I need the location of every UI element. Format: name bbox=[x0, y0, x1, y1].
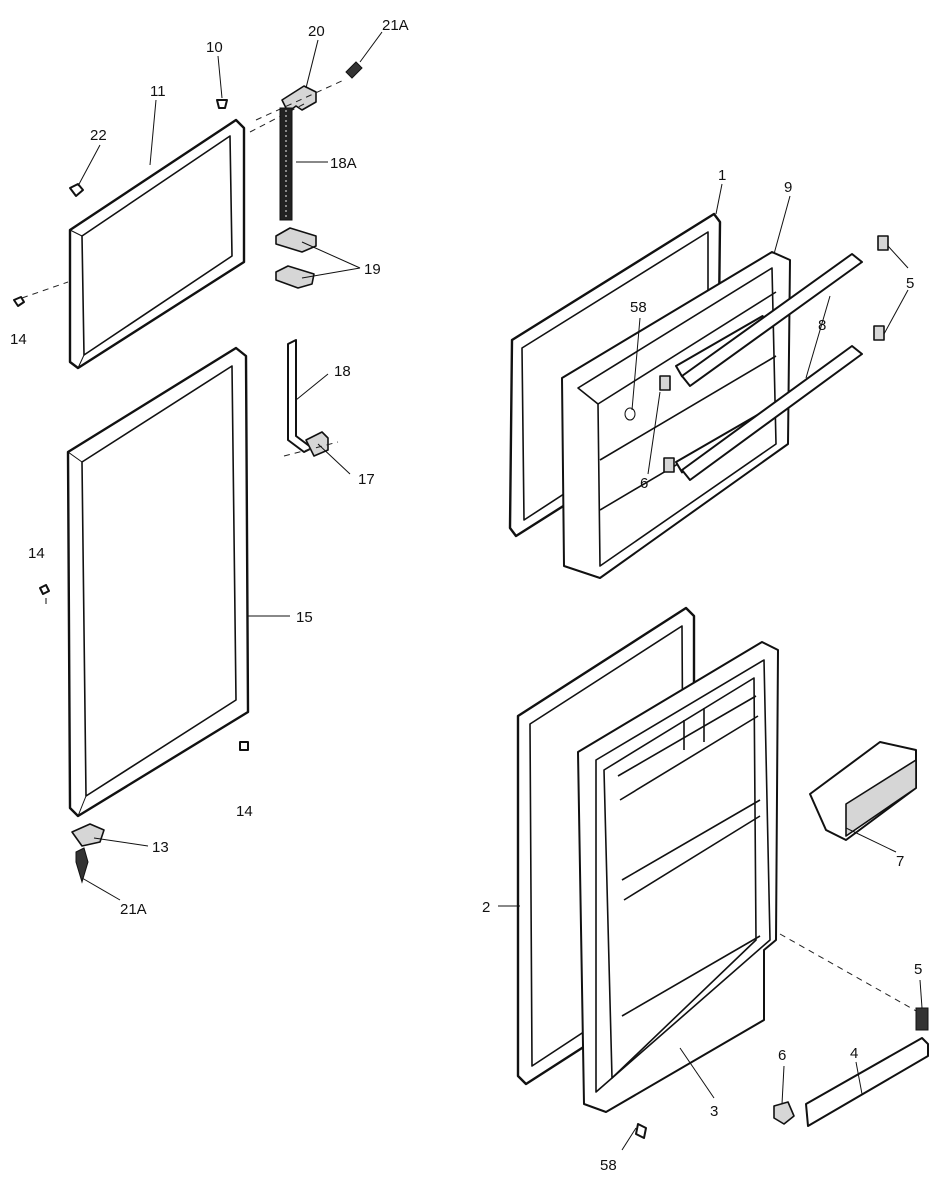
screw-58-lower bbox=[635, 1123, 647, 1139]
hinge-pin-21A-bottom bbox=[75, 847, 89, 884]
callout-17: 17 bbox=[358, 471, 375, 488]
freezer-door-gasket bbox=[68, 118, 246, 370]
screw-14-bottom bbox=[239, 741, 249, 751]
screw-14-top bbox=[13, 281, 69, 307]
callout-6-upper: 6 bbox=[640, 475, 648, 492]
callout-5-lower: 5 bbox=[914, 961, 922, 978]
callout-2: 2 bbox=[482, 899, 490, 916]
hinge-pin-21A-top bbox=[345, 61, 363, 79]
callout-15: 15 bbox=[296, 609, 313, 626]
callout-6-lower: 6 bbox=[778, 1047, 786, 1064]
leader-lines bbox=[77, 31, 923, 1151]
fresh-food-door-liner-3 bbox=[577, 641, 779, 1113]
screw-22 bbox=[69, 183, 84, 197]
callout-13: 13 bbox=[152, 839, 169, 856]
callout-18: 18 bbox=[334, 363, 351, 380]
shelf-end-cap-5-lower bbox=[915, 1007, 929, 1031]
shelf-end-cap-6-lower bbox=[773, 1101, 795, 1125]
callout-21A-bottom: 21A bbox=[120, 901, 147, 918]
hinge-18 bbox=[283, 339, 339, 457]
callout-8: 8 bbox=[818, 317, 826, 334]
fresh-food-door-gasket bbox=[66, 346, 250, 818]
dairy-compartment-7 bbox=[809, 741, 917, 841]
hinge-13 bbox=[71, 823, 105, 847]
screw-14-middle bbox=[39, 584, 50, 604]
hinge-upper-20 bbox=[249, 79, 345, 133]
freezer-door-shelf-bars-8 bbox=[681, 253, 863, 481]
callout-3: 3 bbox=[710, 1103, 718, 1120]
callout-11: 11 bbox=[150, 83, 166, 100]
callout-22: 22 bbox=[90, 127, 107, 144]
callout-19: 19 bbox=[364, 261, 381, 278]
callout-14-bottom: 14 bbox=[236, 803, 253, 820]
callout-5-upper: 5 bbox=[906, 275, 914, 292]
callout-labels: 22 11 10 20 21A 18A 19 14 18 17 14 15 14… bbox=[10, 17, 922, 1174]
hinge-parts-19 bbox=[275, 227, 317, 289]
callout-14-top: 14 bbox=[10, 331, 27, 348]
callout-58-upper: 58 bbox=[630, 299, 647, 316]
callout-1: 1 bbox=[718, 167, 726, 184]
callout-58-lower: 58 bbox=[600, 1157, 617, 1174]
callout-14-middle: 14 bbox=[28, 545, 45, 562]
callout-18A: 18A bbox=[330, 155, 357, 172]
callout-10: 10 bbox=[206, 39, 223, 56]
callout-9: 9 bbox=[784, 179, 792, 196]
hinge-bracket-18A bbox=[279, 107, 293, 221]
callout-20: 20 bbox=[308, 23, 325, 40]
callout-4: 4 bbox=[850, 1045, 858, 1062]
door-shelf-bar-4 bbox=[779, 933, 929, 1127]
shelf-end-caps-5-upper bbox=[873, 235, 889, 341]
callout-7: 7 bbox=[896, 853, 904, 870]
screw-10 bbox=[216, 99, 228, 109]
callout-21A-top: 21A bbox=[382, 17, 409, 34]
